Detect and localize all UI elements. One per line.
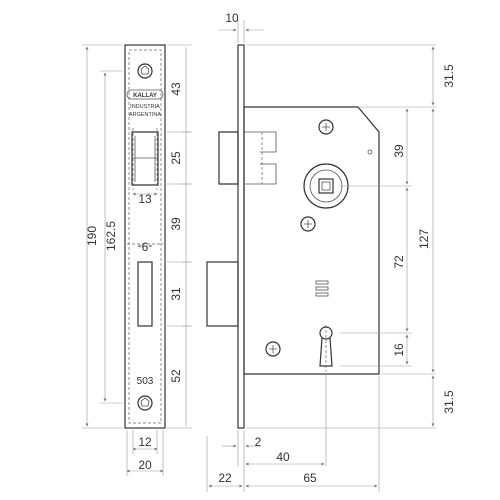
front-dimension-chain <box>167 44 192 429</box>
bottom-dim-22: 22 <box>218 471 232 485</box>
vent-slots <box>315 280 329 297</box>
front-dim-31: 31 <box>169 287 183 301</box>
bottom-dimension-chain <box>206 374 380 492</box>
lock-body-view: 10 31.5 39 127 72 16 31.5 <box>206 11 456 492</box>
faceplate-view: KALLAY INDUSTRIA ARGENTINA 13 6 503 19 <box>82 44 192 476</box>
plate-inner-width-label: 12 <box>138 435 152 449</box>
inner-height-label: 162.5 <box>104 221 118 251</box>
front-dim-43: 43 <box>169 82 183 96</box>
bottom-dim-40: 40 <box>276 450 290 464</box>
keyhole-icon <box>319 325 333 372</box>
top-screw-icon <box>137 63 153 79</box>
plate-width-label: 20 <box>138 458 152 472</box>
bolt-width-label: 6 <box>142 240 149 254</box>
side-dim-72: 72 <box>392 255 406 269</box>
brand-text: KALLAY <box>133 93 157 99</box>
brand-logo: KALLAY <box>126 89 164 100</box>
model-number: 503 <box>137 376 154 387</box>
latch-width-label: 13 <box>138 192 152 206</box>
dead-bolt <box>206 261 239 327</box>
top-thickness-label: 10 <box>225 11 239 25</box>
bottom-dim-2: 2 <box>255 435 262 449</box>
origin-line-1: INDUSTRIA <box>130 104 160 110</box>
side-dim-39: 39 <box>392 144 406 158</box>
faceplate <box>124 44 166 429</box>
latch-bolt <box>218 131 277 185</box>
front-dim-25: 25 <box>169 151 183 165</box>
front-dim-39: 39 <box>169 217 183 231</box>
body-hole <box>367 149 373 155</box>
side-dimension-chain <box>246 44 436 429</box>
side-dim-16: 16 <box>392 343 406 357</box>
side-dim-127: 127 <box>417 229 431 249</box>
body-screw-bottom-icon <box>265 341 281 357</box>
body-screw-top-icon <box>318 119 334 135</box>
body-screw-mid-icon <box>300 216 316 232</box>
side-dim-31-5-bottom: 31.5 <box>442 390 456 414</box>
bottom-dim-65: 65 <box>303 471 317 485</box>
bottom-screw-icon <box>137 395 153 411</box>
bolt-opening <box>137 261 153 327</box>
lock-body <box>243 106 380 375</box>
latch-opening <box>131 128 159 190</box>
total-height-label: 190 <box>85 226 99 246</box>
origin-line-2: ARGENTINA <box>129 112 161 118</box>
side-dim-31-5-top: 31.5 <box>442 64 456 88</box>
front-dim-52: 52 <box>169 369 183 383</box>
faceplate-inner <box>128 49 162 424</box>
side-faceplate <box>237 44 245 429</box>
